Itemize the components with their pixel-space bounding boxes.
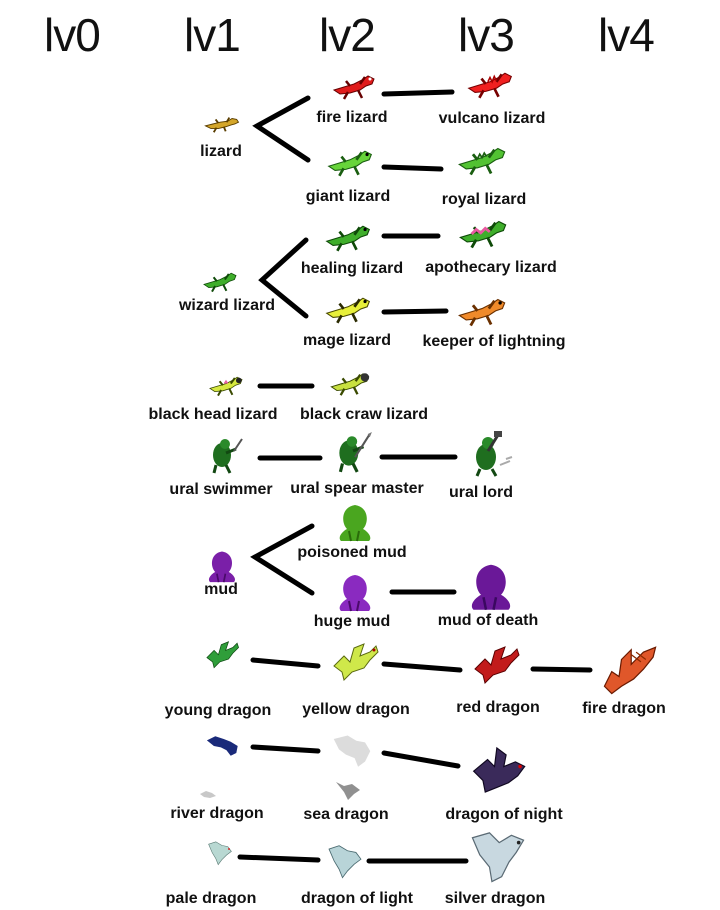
label-ural-swimmer: ural swimmer — [169, 481, 273, 498]
ural-swimmer-sprite — [212, 438, 243, 474]
label-dragon-of-night: dragon of night — [445, 806, 563, 823]
black-head-lizard-sprite — [209, 376, 243, 397]
label-royal-lizard: royal lizard — [441, 191, 527, 208]
link-wizard-branch — [258, 237, 309, 319]
sea-dragon-small-sprite — [336, 782, 360, 800]
black-craw-lizard-sprite — [330, 373, 370, 396]
ural-spear-master-sprite — [338, 432, 372, 473]
label-pale-dragon: pale dragon — [165, 890, 257, 907]
label-poisoned-mud: poisoned mud — [297, 544, 407, 561]
link-young-yellow — [250, 657, 321, 669]
link-fire-vulcano — [381, 89, 455, 97]
level-header-lv4: lv4 — [598, 9, 655, 61]
fire-dragon-sprite — [603, 646, 657, 695]
label-fire-dragon: fire dragon — [582, 700, 666, 717]
wizard-lizard-sprite — [203, 272, 237, 293]
river-dragon-sprite — [206, 736, 238, 756]
royal-lizard-sprite — [458, 147, 506, 176]
mage-lizard-sprite — [325, 297, 371, 324]
label-huge-mud: huge mud — [313, 613, 391, 630]
sea-dragon-sprite — [333, 735, 371, 767]
label-black-craw-lizard: black craw lizard — [299, 406, 429, 423]
label-fire-lizard: fire lizard — [316, 109, 388, 126]
label-mud-of-death: mud of death — [437, 612, 539, 629]
label-young-dragon: young dragon — [164, 702, 272, 719]
level-header-lv3: lv3 — [458, 9, 515, 61]
vulcano-lizard-sprite — [467, 72, 513, 99]
level-header-lv1: lv1 — [184, 9, 241, 61]
label-keeper-of-lightning: keeper of lightning — [422, 333, 566, 350]
keeper-of-lightning-sprite — [458, 298, 506, 327]
label-black-head-lizard: black head lizard — [148, 406, 278, 423]
young-dragon-sprite — [206, 641, 239, 669]
link-yellow-red — [381, 661, 463, 673]
ural-lord-sprite — [475, 431, 513, 477]
link-sea-night — [381, 750, 461, 769]
silver-dragon-sprite — [471, 832, 525, 883]
yellow-dragon-sprite — [333, 643, 379, 681]
red-dragon-sprite — [474, 646, 520, 684]
label-mud: mud — [204, 581, 238, 598]
healing-lizard-sprite — [325, 225, 371, 252]
label-mage-lizard: mage lizard — [302, 332, 392, 349]
poisoned-mud-sprite — [339, 505, 371, 542]
level-header-lv0: lv0 — [44, 9, 101, 61]
label-vulcano-lizard: vulcano lizard — [438, 110, 546, 127]
link-mud-branch — [250, 523, 315, 596]
label-lizard: lizard — [200, 143, 242, 160]
label-giant-lizard: giant lizard — [305, 188, 391, 205]
mud-sprite — [208, 551, 236, 583]
link-mage-keeper — [381, 308, 449, 315]
huge-mud-sprite — [339, 575, 371, 612]
link-giant-royal — [381, 164, 444, 172]
label-healing-lizard: healing lizard — [300, 260, 404, 277]
link-pale-light — [237, 854, 321, 863]
link-red-fire — [530, 666, 593, 673]
level-header-lv2: lv2 — [319, 9, 376, 61]
giant-lizard-sprite — [327, 150, 373, 177]
pale-dragon-sprite — [208, 841, 232, 866]
fire-lizard-sprite — [332, 75, 375, 100]
label-ural-spear-master: ural spear master — [290, 480, 424, 497]
label-yellow-dragon: yellow dragon — [302, 701, 410, 718]
dragon-of-light-sprite — [328, 845, 362, 879]
river-dragon-ghost-sprite — [200, 791, 216, 798]
lizard-sprite — [204, 117, 240, 133]
label-apothecary-lizard: apothecary lizard — [425, 259, 557, 276]
label-silver-dragon: silver dragon — [444, 890, 546, 907]
apothecary-lizard-sprite — [459, 220, 507, 249]
label-river-dragon: river dragon — [170, 805, 264, 822]
link-river-sea — [250, 744, 321, 754]
label-dragon-of-light: dragon of light — [301, 890, 413, 907]
label-ural-lord: ural lord — [448, 484, 514, 501]
label-red-dragon: red dragon — [456, 699, 540, 716]
dragon-of-night-sprite — [472, 746, 526, 793]
label-wizard-lizard: wizard lizard — [178, 297, 276, 314]
link-lizard-branch — [252, 95, 311, 163]
mud-of-death-sprite — [471, 564, 511, 610]
label-sea-dragon: sea dragon — [303, 806, 389, 823]
